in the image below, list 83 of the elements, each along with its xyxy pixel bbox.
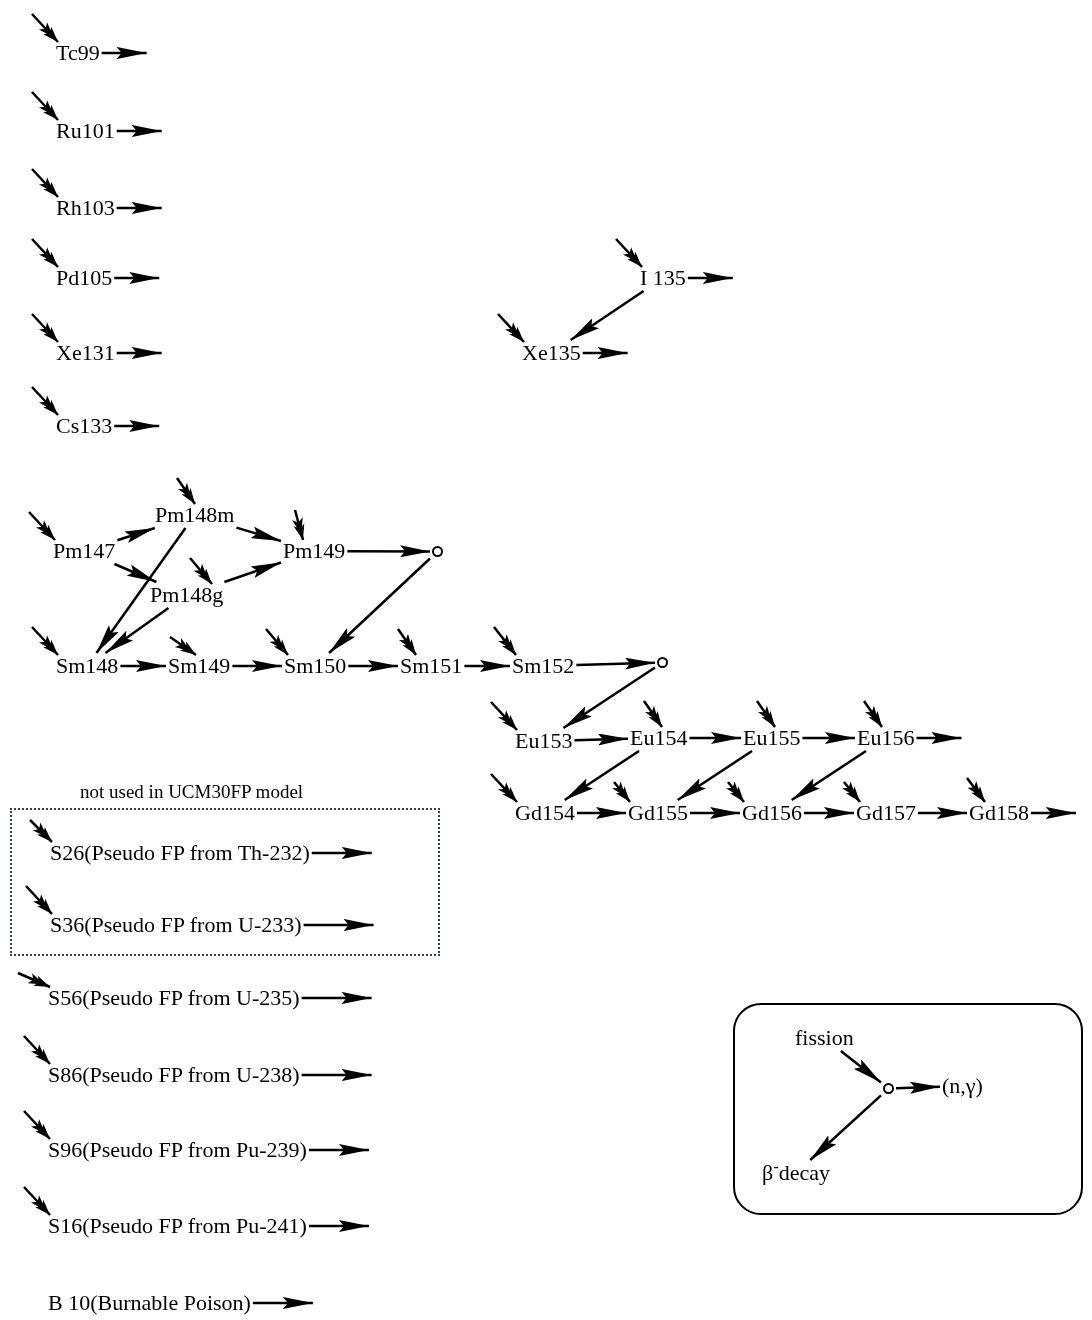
arrow [223, 561, 282, 584]
arrow [308, 1220, 369, 1232]
nuclide-label: S36(Pseudo FP from U-233) [50, 914, 302, 936]
arrow [347, 545, 430, 558]
nuclide-label: Pm147 [53, 540, 116, 562]
arrow [1030, 807, 1076, 819]
nuclide-label: Gd158 [969, 802, 1029, 824]
arrow [328, 557, 431, 654]
nuclide-label: Cs133 [56, 415, 113, 437]
arrow [114, 420, 160, 432]
arrow [116, 347, 162, 359]
nuclide-label: S56(Pseudo FP from U-235) [48, 987, 300, 1009]
arrow [464, 660, 510, 672]
arrow [303, 919, 374, 931]
arrow [116, 526, 156, 543]
nuclide-label: Sm149 [168, 655, 231, 677]
nuclide-label: S96(Pseudo FP from Pu-239) [48, 1139, 307, 1161]
arrow [576, 807, 626, 819]
arrow [104, 607, 170, 654]
arrow [687, 272, 733, 284]
nuclide-label: Xe135 [522, 342, 581, 364]
arrow [895, 1081, 941, 1094]
arrow [564, 749, 640, 802]
arrow [252, 1297, 313, 1309]
nuclide-label: Rh103 [56, 197, 115, 219]
nuclide-label: Xe131 [56, 342, 115, 364]
arrow [308, 1144, 369, 1156]
nuclide-label: S26(Pseudo FP from Th-232) [50, 842, 310, 864]
arrow [802, 732, 855, 744]
nuclide-label: fission [795, 1027, 854, 1049]
nuclide-label: Tc99 [56, 42, 100, 64]
nuclide-label: Pd105 [56, 267, 113, 289]
nuclide-label: Pm149 [283, 540, 346, 562]
arrow [576, 657, 656, 670]
nuclide-label: Pm148m [155, 504, 235, 526]
arrow [113, 562, 157, 584]
arrow [311, 847, 372, 859]
arrow [791, 749, 867, 802]
nuclide-label: Eu155 [743, 727, 801, 749]
nuclide-label: Gd154 [515, 802, 575, 824]
nuclide-label: Pm148g [150, 584, 224, 606]
arrow [116, 202, 162, 214]
nuclide-label: Eu153 [515, 730, 573, 752]
arrow [840, 1050, 882, 1084]
nuclide-label: Gd156 [742, 802, 802, 824]
arrow [101, 47, 147, 59]
arrow [574, 733, 629, 746]
arrow [114, 272, 160, 284]
legend-panel [733, 1003, 1083, 1215]
arrow [569, 289, 645, 342]
arrow [95, 527, 187, 654]
arrow [301, 992, 372, 1004]
nuclide-label: β$^{-}$decay [762, 1162, 830, 1184]
arrow [689, 732, 741, 744]
nuclide-label: Sm148 [56, 655, 119, 677]
arrow [917, 807, 967, 819]
arrow [803, 807, 854, 819]
nuclide-label: Eu154 [630, 727, 688, 749]
nuclide-label: B 10(Burnable Poison) [48, 1292, 251, 1314]
arrow [116, 125, 162, 137]
nuclide-label: (n,γ) [942, 1075, 983, 1097]
arrow [348, 660, 398, 672]
nuclide-label: Gd155 [628, 802, 688, 824]
nuclide-label: Gd157 [856, 802, 916, 824]
arrow [582, 347, 628, 359]
arrow [301, 1069, 372, 1081]
nuclide-label: Sm152 [512, 655, 575, 677]
arrow [809, 1094, 882, 1161]
arrow [562, 666, 656, 730]
arrow [232, 660, 282, 672]
arrow [120, 660, 166, 672]
nuclide-label: Ru101 [56, 120, 115, 142]
nuclide-label: Sm151 [400, 655, 463, 677]
arrow [677, 749, 753, 802]
group-heading: not used in UCM30FP model [80, 780, 304, 804]
nuclide-label: I 135 [640, 267, 686, 289]
arrow [689, 807, 740, 819]
nuclide-label: Sm150 [284, 655, 347, 677]
nuclide-label: S86(Pseudo FP from U-238) [48, 1064, 300, 1086]
nuclide-label: S16(Pseudo FP from Pu-241) [48, 1215, 307, 1237]
arrow [916, 732, 962, 744]
arrow [236, 526, 282, 543]
nuclide-label: Eu156 [857, 727, 915, 749]
